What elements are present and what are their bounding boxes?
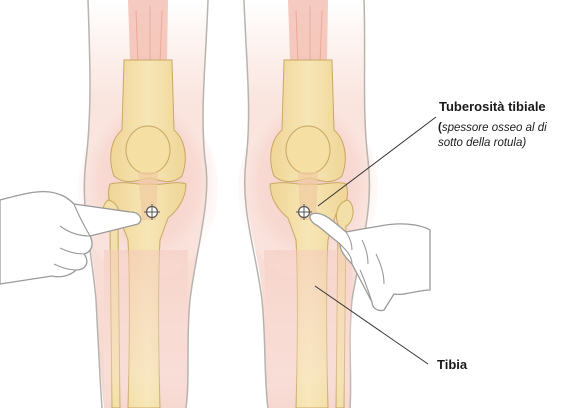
right-patella (286, 126, 330, 174)
paren-close: ) (522, 137, 526, 149)
tuberosity-note-label: (spessore osseo al di sotto della rotula… (438, 121, 583, 151)
right-knee (238, 0, 430, 408)
tuberosity-note-line2: sotto della rotula (438, 137, 522, 149)
tuberosity-title-label: Tuberosità tibiale (439, 99, 546, 114)
tibia-label: Tibia (437, 357, 467, 372)
tuberosity-note-line1: spessore osseo al di (442, 122, 547, 134)
left-patella (126, 126, 170, 174)
left-knee (0, 0, 218, 408)
